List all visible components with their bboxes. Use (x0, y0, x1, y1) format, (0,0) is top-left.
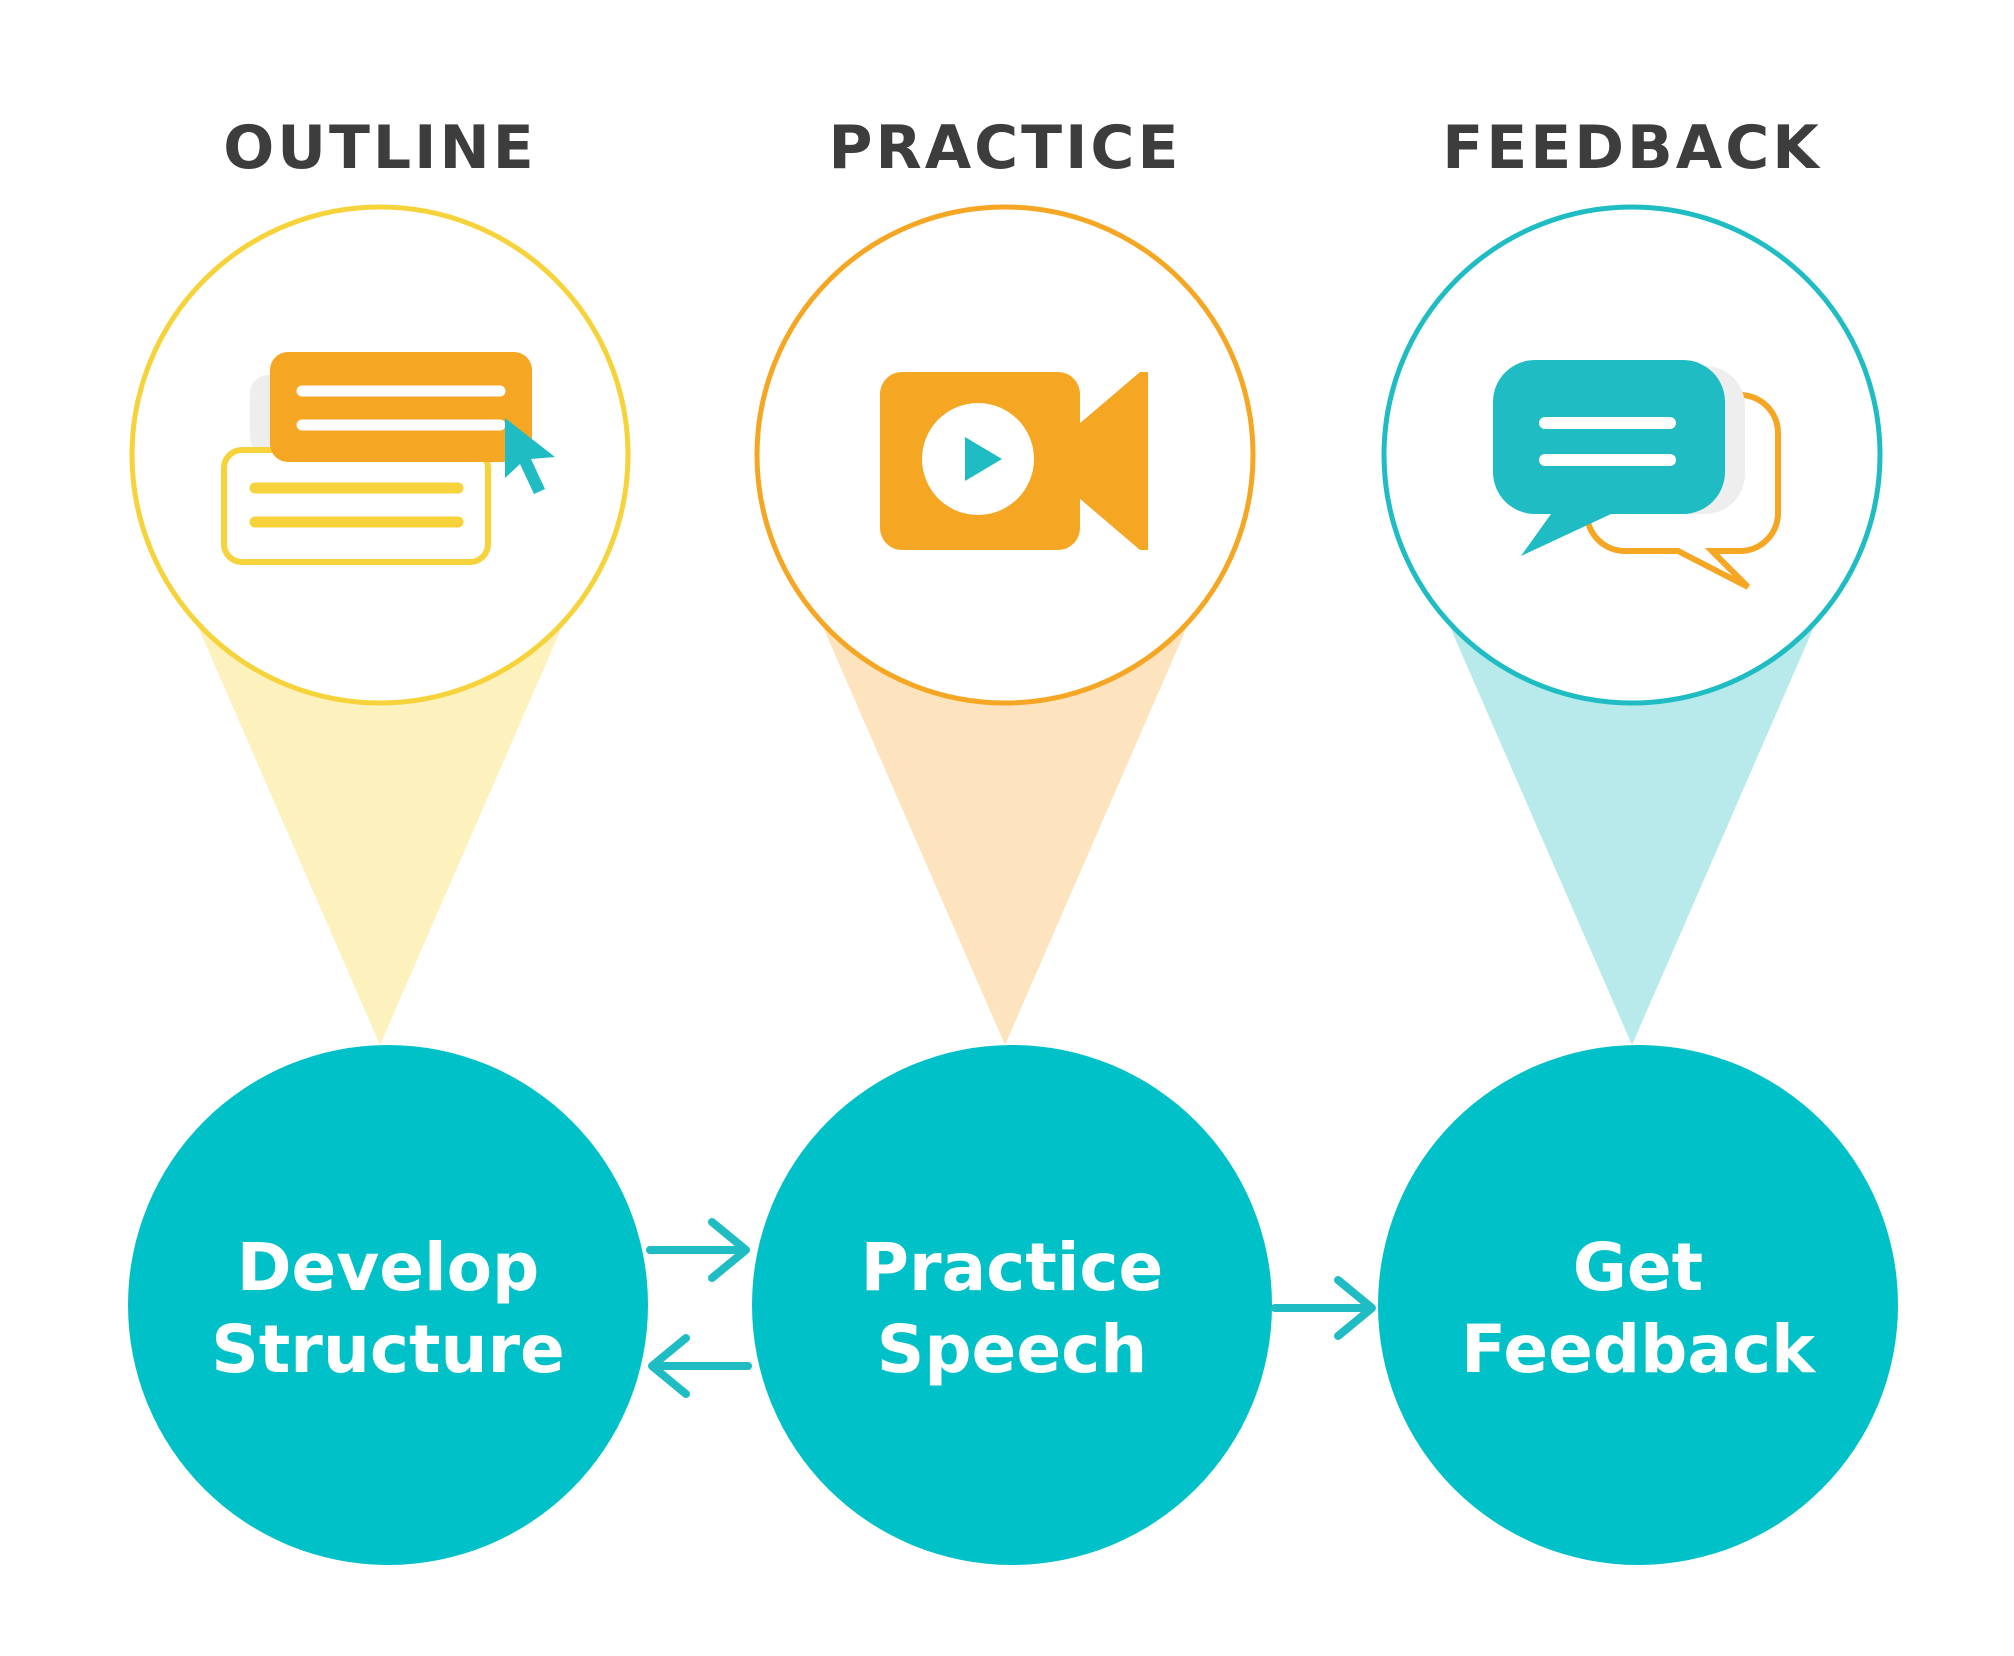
practice-speech-line-1: Practice (861, 1229, 1164, 1306)
practice-funnel (820, 620, 1190, 1045)
develop-structure-line-1: Develop (237, 1229, 540, 1306)
outline-header: OUTLINE (223, 113, 536, 183)
arrow-right-icon (1271, 1276, 1376, 1340)
cursor-icon (505, 418, 555, 494)
get-feedback-node (1378, 1045, 1898, 1565)
video-camera-icon (880, 372, 1148, 550)
arrow-left-icon (648, 1334, 752, 1398)
get-feedback-line-1: Get (1573, 1229, 1704, 1306)
arrow-right-icon (646, 1218, 750, 1282)
get-feedback-line-2: Feedback (1461, 1311, 1817, 1388)
outline-funnel (195, 620, 565, 1045)
practice-speech-node (752, 1045, 1272, 1565)
outline-cards-icon (221, 352, 555, 565)
play-icon (965, 437, 1002, 481)
develop-structure-line-2: Structure (211, 1311, 565, 1388)
feedback-funnel (1447, 620, 1817, 1045)
practice-header: PRACTICE (829, 113, 1182, 183)
develop-structure-node (128, 1045, 648, 1565)
chat-bubbles-icon (1493, 360, 1781, 590)
practice-speech-line-2: Speech (877, 1311, 1147, 1388)
feedback-header: FEEDBACK (1442, 113, 1821, 183)
